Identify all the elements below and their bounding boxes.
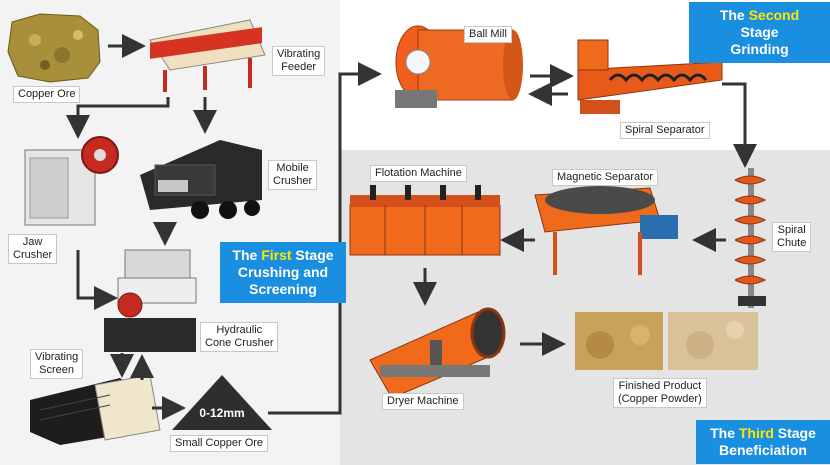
copper-ore-label: Copper Ore <box>13 86 81 103</box>
spiral-separator-label: Spiral Separator <box>620 122 710 139</box>
dryer-machine-image <box>369 307 506 399</box>
third-stage-title: The Third Stage Beneficiation <box>696 420 830 464</box>
ball-mill-label: Ball Mill <box>464 26 512 43</box>
second-stage-title: The Second Stage Grinding <box>689 2 830 63</box>
dryer-machine-label: Dryer Machine <box>382 393 464 410</box>
first-stage-title: The First Stage Crushing and Screening <box>220 242 346 303</box>
spiral-chute-image <box>734 168 767 308</box>
finished-product-label: Finished Product(Copper Powder) <box>613 378 707 408</box>
magnetic-separator-label: Magnetic Separator <box>552 169 658 186</box>
vibrating-screen-image <box>30 374 161 445</box>
flotation-machine-label: Flotation Machine <box>370 165 467 182</box>
size-range-label: 0-12mm <box>199 406 244 420</box>
small-copper-ore-pile <box>172 375 272 430</box>
magnetic-separator-image <box>534 186 678 275</box>
flotation-machine-image <box>349 185 501 256</box>
small-copper-ore-label: Small Copper Ore <box>170 435 269 452</box>
finished-product-image <box>575 312 758 370</box>
ball-mill-image <box>395 25 523 108</box>
spiral-separator-image <box>577 39 723 114</box>
copper-ore-image <box>7 13 101 83</box>
hydraulic-cone-crusher-image <box>104 249 197 352</box>
jaw-crusher-image <box>24 136 119 226</box>
vibrating-feeder-image <box>149 19 266 92</box>
mobile-crusher-image <box>140 140 262 219</box>
